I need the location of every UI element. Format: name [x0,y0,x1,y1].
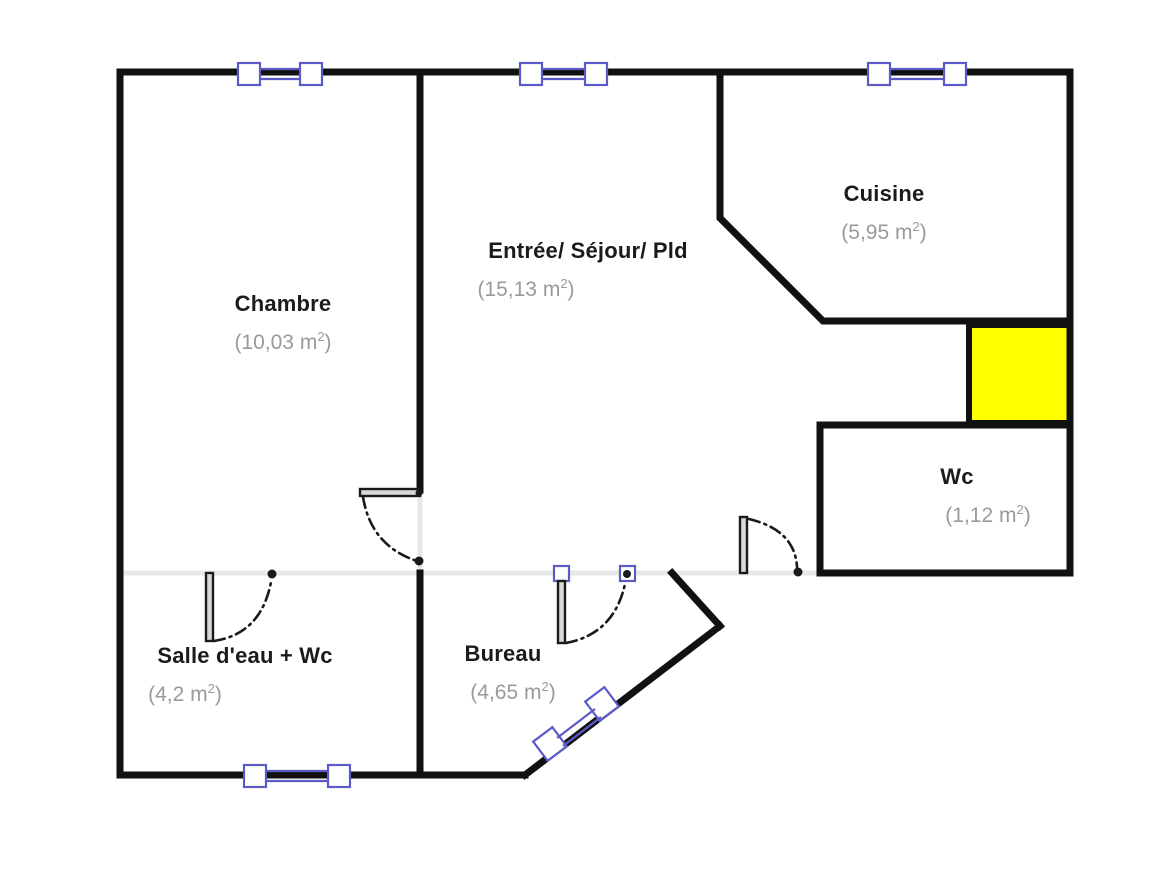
room-label-wc: Wc (1,12 m2) [940,464,1030,527]
room-area-entree-sejour-pld: (15,13 m2) [477,276,574,301]
room-label-bureau: Bureau (4,65 m2) [465,641,556,704]
room-area-cuisine: (5,95 m2) [841,219,926,244]
room-area-chambre: (10,03 m2) [234,329,331,354]
room-name-wc: Wc [940,464,973,489]
interior-walls [416,68,1074,779]
highlighted-area[interactable] [966,322,1073,426]
room-label-cuisine: Cuisine (5,95 m2) [841,181,926,244]
window-sejour-north[interactable] [518,61,609,87]
room-name-cuisine: Cuisine [844,181,925,206]
door-entree[interactable] [738,515,803,577]
window-cuisine-north[interactable] [866,61,968,87]
light-partition-lines [120,490,820,576]
room-name-entree-sejour-pld: Entrée/ Séjour/ Pld [488,238,687,263]
room-name-chambre: Chambre [235,291,332,316]
room-area-wc: (1,12 m2) [945,502,1030,527]
room-name-bureau: Bureau [465,641,542,666]
window-salle-deau-south[interactable] [242,763,352,789]
window-chambre-north[interactable] [236,61,324,87]
room-area-bureau: (4,65 m2) [470,679,555,704]
room-label-chambre: Chambre (10,03 m2) [234,291,331,354]
room-area-salle-deau-wc: (4,2 m2) [148,681,222,706]
door-bureau[interactable] [552,564,637,645]
room-name-salle-deau-wc: Salle d'eau + Wc [157,643,332,668]
window-bureau-bay[interactable] [531,685,621,763]
room-label-entree-sejour-pld: Entrée/ Séjour/ Pld (15,13 m2) [477,238,687,301]
room-label-salle-deau-wc: Salle d'eau + Wc (4,2 m2) [148,643,332,706]
door-chambre[interactable] [358,487,424,566]
door-salle-deau[interactable] [204,569,277,643]
